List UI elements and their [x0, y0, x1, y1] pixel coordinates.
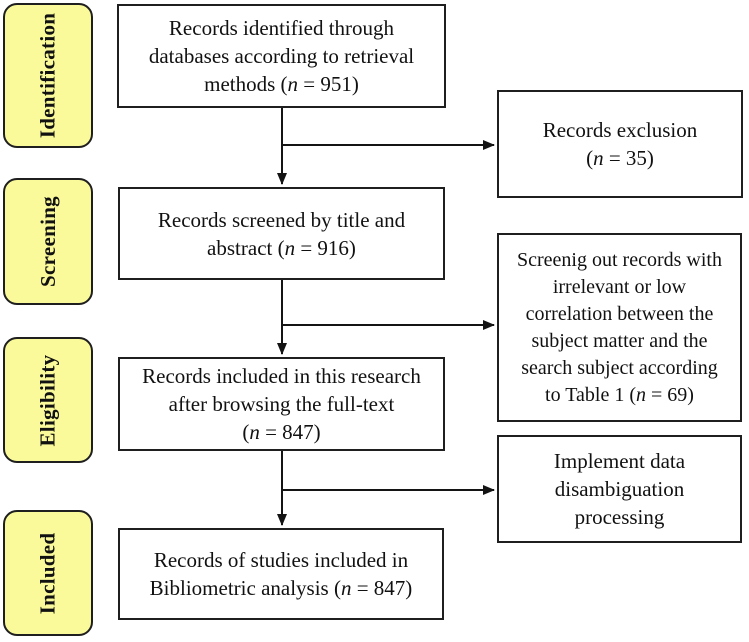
stage-screening-label: Screening — [35, 196, 60, 287]
box-records-included-text: Records of studies included in Bibliometr… — [150, 546, 413, 602]
line-1: Records identified through — [168, 16, 395, 40]
line-3: methods ( — [204, 72, 288, 96]
box-records-identified-text: Records identified through databases acco… — [149, 14, 414, 98]
line-1: Records included in this research — [142, 364, 421, 388]
line-1: Records screened by title and — [157, 207, 406, 232]
line-1: Screenig out records with — [517, 248, 722, 271]
line-2: after browsing the full-text — [168, 392, 395, 416]
stage-eligibility: Eligibility — [3, 337, 93, 463]
count-value: = 847) — [351, 576, 413, 600]
box-records-identified: Records identified through databases acco… — [117, 4, 446, 108]
n-symbol: n — [340, 576, 352, 600]
line-3: ( — [242, 420, 250, 444]
line-2: disambiguation — [554, 477, 685, 501]
count-value: = 35) — [603, 146, 654, 170]
stage-screening: Screening — [3, 178, 93, 305]
stage-eligibility-label: Eligibility — [35, 354, 60, 446]
count-value: = 916) — [295, 235, 356, 260]
line-1: Records of studies included in — [153, 548, 409, 572]
stage-identification: Identification — [3, 3, 93, 148]
box-records-eligible: Records included in this research after b… — [118, 357, 445, 451]
box-records-screened-text: Records screened by title and abstract (n… — [158, 206, 405, 262]
count-value: = 951) — [298, 72, 359, 96]
count-value: = 69) — [646, 383, 694, 406]
n-symbol: n — [636, 383, 647, 406]
line-1: Implement data — [553, 449, 686, 473]
box-screening-out: Screenig out records with irrelevant or l… — [497, 233, 742, 422]
n-symbol: n — [593, 146, 604, 170]
line-1: Records exclusion — [542, 118, 698, 142]
line-2: databases according to retrieval — [148, 44, 415, 68]
box-disambiguation: Implement data disambiguation processing — [497, 435, 742, 543]
box-records-included: Records of studies included in Bibliometr… — [118, 528, 444, 620]
line-2: Bibliometric analysis ( — [149, 576, 341, 600]
n-symbol: n — [284, 235, 296, 260]
box-screening-out-text: Screenig out records with irrelevant or l… — [517, 247, 722, 409]
line-4: subject matter and the — [531, 329, 708, 352]
box-records-screened: Records screened by title and abstract (n… — [118, 187, 445, 280]
line-3: correlation between the — [525, 302, 714, 325]
box-records-eligible-text: Records included in this research after b… — [142, 362, 421, 446]
stage-included-label: Included — [35, 532, 60, 614]
stage-included: Included — [3, 510, 93, 636]
line-5: search subject according — [521, 356, 718, 379]
n-symbol: n — [287, 72, 299, 96]
line-3: processing — [574, 505, 665, 529]
n-symbol: n — [249, 420, 260, 444]
line-2: ( — [586, 146, 594, 170]
stage-identification-label: Identification — [35, 12, 60, 139]
box-records-exclusion: Records exclusion (n = 35) — [497, 90, 743, 198]
count-value: = 847) — [259, 420, 321, 444]
box-disambiguation-text: Implement data disambiguation processing — [554, 447, 685, 531]
line-2: abstract ( — [207, 235, 285, 260]
box-records-exclusion-text: Records exclusion (n = 35) — [543, 116, 698, 172]
line-2: irrelevant or low — [552, 275, 687, 298]
line-6: to Table 1 ( — [545, 383, 637, 406]
